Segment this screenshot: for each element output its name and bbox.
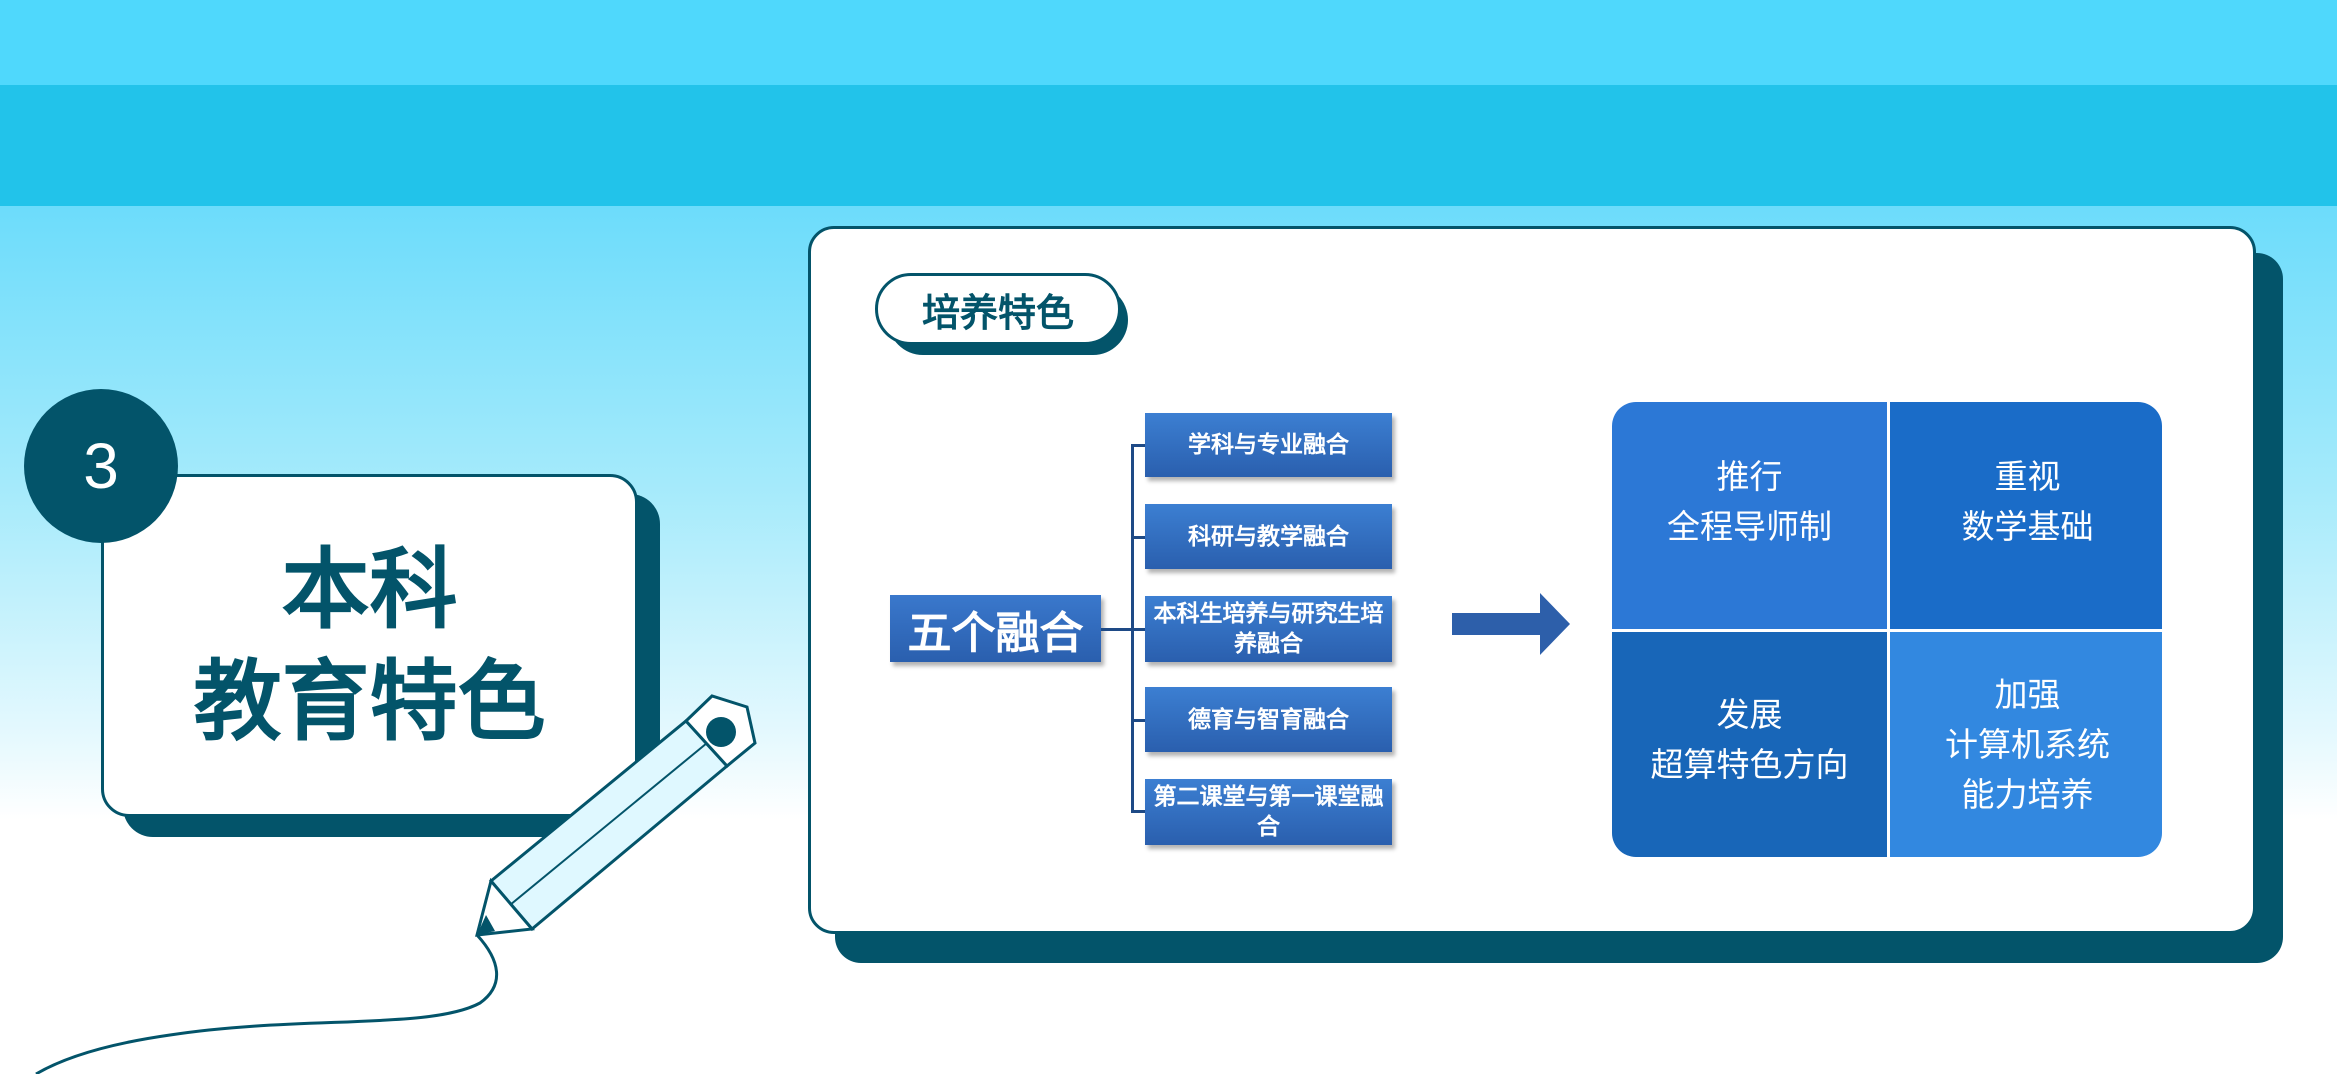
feature-line: 数学基础 [1961,507,2094,546]
branch-node: 本科生培养与研究生培养融合 [1145,596,1392,662]
branch-node: 学科与专业融合 [1145,413,1392,477]
feature-line: 计算机系统 [1945,725,2110,764]
top-band-light [0,0,2337,85]
arrow-right-icon [1452,593,1570,655]
connector [1131,444,1145,447]
feature-line: 能力培养 [1961,775,2094,814]
branch-node: 科研与教学融合 [1145,504,1392,569]
heading-pill: 培养特色 [875,273,1121,345]
connector [1131,810,1145,813]
top-band-dark [0,85,2337,206]
connector [1131,628,1145,631]
connector [1131,719,1145,722]
feature-grid: 推行 全程导师制 重视 数学基础 发展 超算特色方向 加强 计算机系统 能力培养 [1612,402,2162,857]
connector [1101,628,1132,631]
section-title-card: 本科 教育特色 [101,474,638,817]
feature-line: 加强 [1994,675,2061,714]
feature-line: 重视 [1994,457,2061,496]
connector [1131,536,1145,539]
feature-line: 推行 [1716,457,1783,496]
branch-node: 德育与智育融合 [1145,687,1392,752]
pencil-icon [35,694,757,1074]
branch-node: 第二课堂与第一课堂融合 [1145,779,1392,845]
section-title-line2: 教育特色 [193,649,546,753]
feature-cell: 发展 超算特色方向 [1612,632,1887,857]
feature-line: 超算特色方向 [1650,745,1849,784]
feature-cell: 推行 全程导师制 [1612,402,1887,629]
feature-line: 发展 [1716,695,1783,734]
feature-cell: 重视 数学基础 [1890,402,2162,629]
section-title-line1: 本科 [281,537,458,641]
feature-line: 全程导师制 [1667,507,1832,546]
feature-cell: 加强 计算机系统 能力培养 [1890,632,2162,857]
root-node: 五个融合 [890,595,1101,662]
section-number-badge: 3 [24,389,178,543]
